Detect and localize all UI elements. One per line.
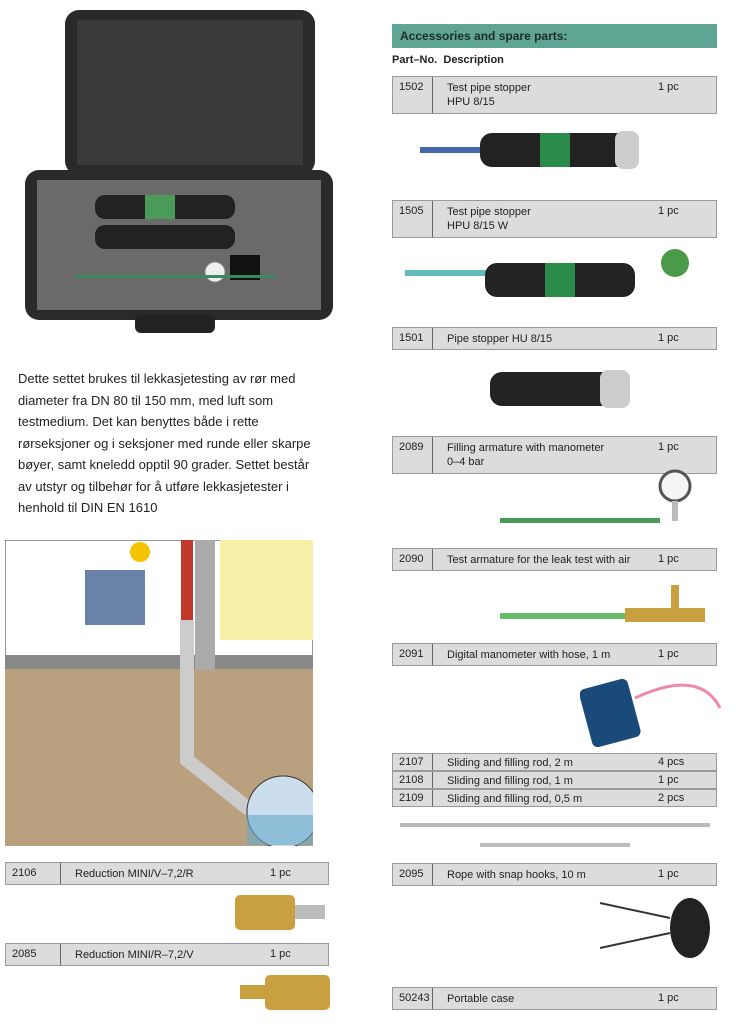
desc-line1: Test armature for the leak test with air	[447, 554, 631, 566]
part-number: 50243	[393, 988, 433, 1009]
part-quantity: 4 pcs	[658, 756, 685, 768]
stopper-1502-image	[420, 131, 639, 169]
desc-line1: Reduction MINI/V–7,2/R	[75, 868, 194, 880]
part-quantity: 1 pc	[658, 81, 679, 93]
test-armature-image	[500, 585, 705, 622]
part-number: 2108	[393, 772, 433, 788]
filling-armature-image	[500, 469, 692, 523]
desc-line1: Sliding and filling rod, 2 m	[447, 757, 573, 769]
part-row: 1501 Pipe stopper HU 8/15 1 pc	[392, 327, 717, 350]
part-number: 2107	[393, 754, 433, 770]
digital-manometer-image	[580, 678, 722, 748]
desc-line2: 0–4 bar	[447, 456, 485, 468]
part-row: 2095 Rope with snap hooks, 10 m 1 pc	[392, 863, 717, 886]
col-desc: Description	[443, 54, 504, 66]
rods-image	[400, 823, 710, 847]
part-quantity: 1 pc	[658, 774, 679, 786]
part-description: Sliding and filling rod, 1 m	[433, 772, 658, 788]
part-row: 2089 Filling armature with manometer 0–4 b…	[392, 436, 717, 474]
part-description: Filling armature with manometer 0–4 bar	[433, 437, 658, 473]
desc-line1: Portable case	[447, 993, 515, 1005]
part-number: 1501	[393, 328, 433, 349]
desc-line1: Pipe stopper HU 8/15	[447, 333, 553, 345]
desc-line1: Filling armature with manometer	[447, 442, 605, 454]
part-description: Sliding and filling rod, 0,5 m	[433, 790, 658, 806]
part-row: 2109 Sliding and filling rod, 0,5 m 2 pcs	[392, 789, 717, 807]
part-quantity: 1 pc	[658, 553, 679, 565]
description-text: Dette settet brukes til lekkasjetesting …	[18, 371, 311, 515]
part-quantity: 1 pc	[270, 867, 291, 879]
part-quantity: 1 pc	[658, 868, 679, 880]
part-quantity: 1 pc	[658, 332, 679, 344]
part-number: 1505	[393, 201, 433, 237]
part-row: 2108 Sliding and filling rod, 1 m 1 pc	[392, 771, 717, 789]
part-quantity: 1 pc	[658, 648, 679, 660]
stopper-1505-image	[405, 249, 689, 297]
rope-image	[599, 898, 710, 958]
installation-illustration	[5, 540, 313, 846]
portable-case-image	[25, 10, 333, 333]
part-row: 2091 Digital manometer with hose, 1 m 1 pc	[392, 643, 717, 666]
part-row: 2085 Reduction MINI/R–7,2/V 1 pc	[5, 943, 329, 966]
section-title: Accessories and spare parts:	[392, 24, 717, 48]
column-headers: Part–No. Description	[392, 54, 504, 66]
part-quantity: 1 pc	[270, 948, 291, 960]
part-row: 50243 Portable case 1 pc	[392, 987, 717, 1010]
part-quantity: 1 pc	[658, 441, 679, 453]
part-row: 2107 Sliding and filling rod, 2 m 4 pcs	[392, 753, 717, 771]
stopper-1501-image	[490, 370, 630, 408]
part-row: 2106 Reduction MINI/V–7,2/R 1 pc	[5, 862, 329, 885]
desc-line1: Rope with snap hooks, 10 m	[447, 869, 586, 881]
part-number: 2109	[393, 790, 433, 806]
part-description: Reduction MINI/R–7,2/V	[61, 944, 270, 965]
part-number: 2090	[393, 549, 433, 570]
col-part: Part–No.	[392, 54, 438, 66]
desc-line1: Test pipe stopper	[447, 206, 531, 218]
reduction-2106-image	[235, 895, 325, 930]
part-description: Test armature for the leak test with air	[433, 549, 658, 570]
part-description: Reduction MINI/V–7,2/R	[61, 863, 270, 884]
part-number: 2106	[6, 863, 61, 884]
desc-line1: Sliding and filling rod, 1 m	[447, 775, 573, 787]
desc-line1: Sliding and filling rod, 0,5 m	[447, 793, 583, 805]
part-description: Rope with snap hooks, 10 m	[433, 864, 658, 885]
reduction-2085-image	[240, 975, 330, 1010]
part-quantity: 1 pc	[658, 992, 679, 1004]
desc-line1: Digital manometer with hose, 1 m	[447, 649, 611, 661]
part-description: Sliding and filling rod, 2 m	[433, 754, 658, 770]
part-number: 2089	[393, 437, 433, 473]
desc-line2: HPU 8/15	[447, 96, 495, 108]
desc-line1: Test pipe stopper	[447, 82, 531, 94]
part-number: 2085	[6, 944, 61, 965]
part-quantity: 1 pc	[658, 205, 679, 217]
desc-line1: Reduction MINI/R–7,2/V	[75, 949, 194, 961]
part-number: 2095	[393, 864, 433, 885]
part-row: 2090 Test armature for the leak test with…	[392, 548, 717, 571]
part-quantity: 2 pcs	[658, 792, 685, 804]
part-number: 2091	[393, 644, 433, 665]
desc-line2: HPU 8/15 W	[447, 220, 509, 232]
part-description: Pipe stopper HU 8/15	[433, 328, 658, 349]
part-description: Digital manometer with hose, 1 m	[433, 644, 658, 665]
part-description: Portable case	[433, 988, 658, 1009]
part-number: 1502	[393, 77, 433, 113]
